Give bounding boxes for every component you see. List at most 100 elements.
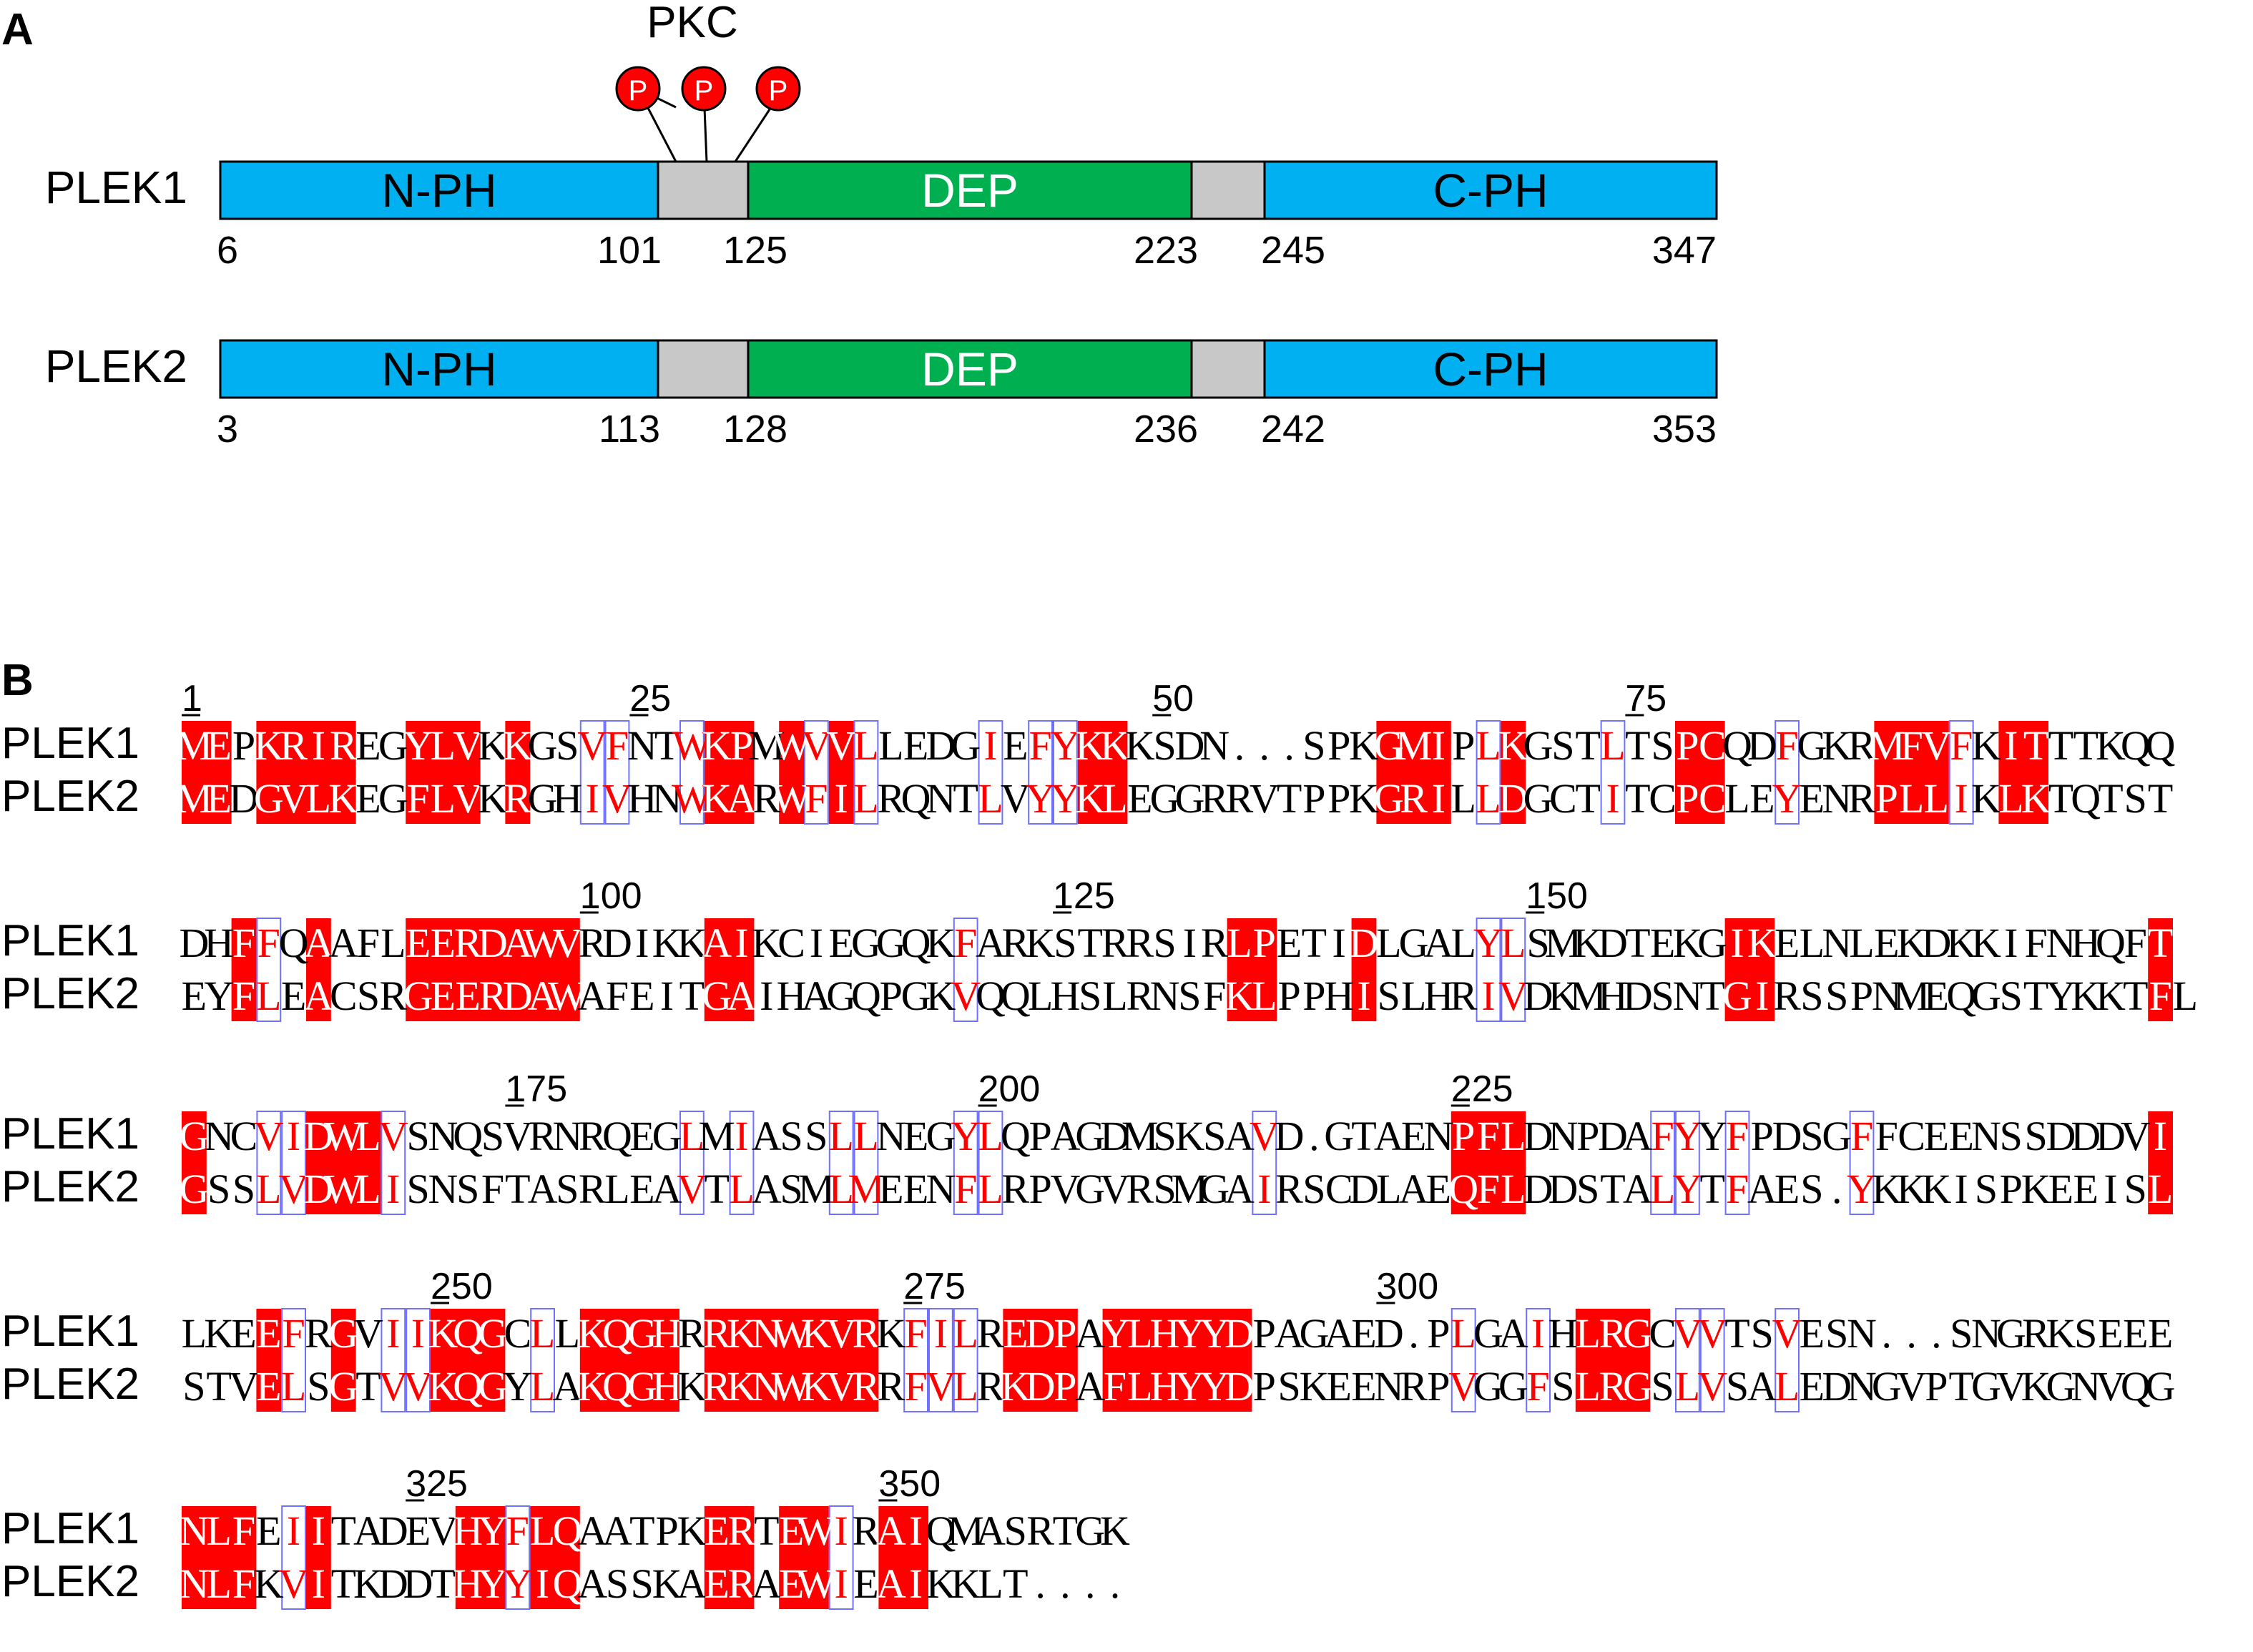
residue: R [1226,775,1254,822]
residue: L [878,722,903,769]
residue: I [536,1560,549,1607]
residue: P [1452,1113,1475,1159]
residue: D [1921,920,1951,966]
linker-segment [1190,339,1266,399]
residue: S [2024,1113,2047,1159]
residue: I [835,775,848,822]
residue: S [1825,973,1848,1019]
residue: Y [1473,920,1503,966]
similar-box [953,918,978,1022]
residue: L [1102,973,1127,1019]
residue: F [506,1508,529,1554]
residue: M [1395,722,1433,769]
residue: T [1625,722,1650,769]
residue: S [780,1113,802,1159]
residue: V [1250,1113,1280,1159]
residue: S [307,1363,330,1410]
residue: . [1906,1310,1917,1357]
identical-block [1451,1111,1526,1214]
residue: L [2148,1166,2173,1212]
residue: K [1872,1166,1902,1212]
residue: D [1523,973,1553,1019]
residue: C [1649,775,1677,822]
residue: Q [1946,973,1976,1019]
residue: K [1672,920,1702,966]
residue: K [1224,973,1255,1019]
residue: V [378,1363,408,1410]
residue: V [677,1166,707,1212]
residue: F [2124,920,2147,966]
ruler-number: 300 [1376,1266,1438,1307]
residue: F [357,920,380,966]
residue: G [528,775,558,822]
residue: N [1374,1363,1404,1410]
residue: H [1150,1310,1180,1357]
residue: A [1374,1113,1404,1159]
residue: F [2024,920,2047,966]
sequence-name: PLEK1 [1,1307,139,1356]
residue: H [204,920,234,966]
residue: P [232,722,255,769]
residue: W [672,775,712,822]
similar-box [679,720,705,825]
residue: K [2096,722,2126,769]
residue: D [403,1560,433,1607]
residue: S [1153,1166,1176,1212]
residue: G [478,1363,508,1410]
residue: . [1085,1560,1096,1607]
residue: M [1172,1166,1209,1212]
similar-box [1476,720,1501,825]
residue: R [853,1310,880,1357]
residue: E [231,1310,256,1357]
residue: I [1432,722,1445,769]
residue: E [903,1113,928,1159]
residue: W [772,1310,811,1357]
residue: . [1235,722,1245,769]
ruler-number: 325 [406,1463,468,1505]
similar-box [953,1308,978,1412]
similar-box [1948,720,1974,825]
residue: R [1126,973,1154,1019]
residue: R [877,775,905,822]
residue: P [1875,775,1898,822]
residue: A [528,973,558,1019]
similar-box [953,1111,978,1215]
ruler-number: 50 [1152,678,1194,719]
residue: E [256,1363,281,1410]
residue: P [1253,1310,1276,1357]
ruler-number: 100 [580,875,642,917]
residue: G [1822,1113,1852,1159]
residue: T [1575,722,1600,769]
residue: G [901,973,931,1019]
residue: V [951,973,981,1019]
residue: T [1575,775,1600,822]
residue: H [1324,973,1354,1019]
identical-block [1102,1309,1252,1412]
residue: R [877,1363,905,1410]
residue: T [2023,973,2048,1019]
residue: S [805,1113,828,1159]
residue: V [826,722,856,769]
identical-block [406,918,580,1021]
ruler-number: 150 [1526,875,1588,917]
residue: S [207,1166,230,1212]
identical-block [455,1506,506,1609]
residue: V [279,775,309,822]
residue: P [1452,722,1475,769]
residue: N [2046,920,2076,966]
residue: L [828,1166,853,1212]
residue: S [1576,1166,1599,1212]
residue: L [1227,920,1252,966]
residue: V [801,722,831,769]
residue: I [2004,722,2018,769]
residue: E [1874,920,1899,966]
protein-name: PLEK1 [45,162,187,213]
residue: K [876,1310,906,1357]
similar-box [579,720,605,825]
residue: D [503,973,533,1019]
residue: V [1921,722,1951,769]
residue: T [2023,722,2048,769]
residue: E [2073,1166,2098,1212]
residue: K [353,1560,383,1607]
